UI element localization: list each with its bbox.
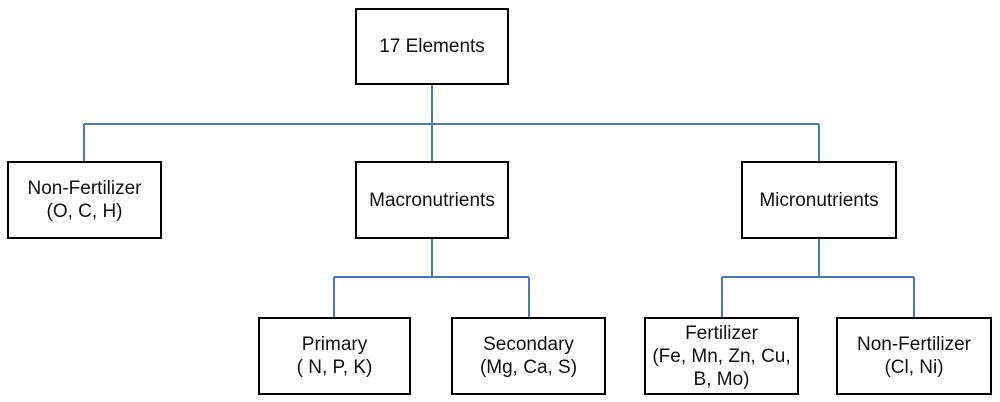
macronutrients-connectors	[333, 239, 530, 317]
node-label-line: Fertilizer	[685, 322, 758, 344]
node-label-line: Non-Fertilizer	[27, 178, 142, 199]
node-label-line: (Mg, Ca, S)	[479, 357, 578, 378]
node-label-line: Macronutrients	[369, 189, 495, 211]
node-non-fertilizer-clni: Non-Fertilizer (Cl, Ni)	[836, 317, 992, 395]
node-micronutrients: Micronutrients	[741, 161, 897, 239]
node-17-elements: 17 Elements	[355, 8, 509, 85]
node-secondary: Secondary (Mg, Ca, S)	[451, 317, 606, 395]
node-label-line: (O, C, H)	[46, 201, 123, 222]
node-macronutrients: Macronutrients	[355, 161, 509, 239]
node-label-line: Non-Fertilizer	[856, 334, 972, 355]
node-non-fertilizer-och: Non-Fertilizer (O, C, H)	[7, 161, 162, 239]
node-fertilizer: Fertilizer (Fe, Mn, Zn, Cu, B, Mo)	[644, 317, 799, 395]
micronutrients-connectors	[721, 239, 915, 317]
node-primary: Primary ( N, P, K)	[258, 317, 411, 395]
node-label-line: 17 Elements	[379, 36, 485, 57]
node-label-line: B, Mo)	[693, 368, 750, 390]
node-label-line: Micronutrients	[759, 189, 879, 211]
node-label-line: Primary	[301, 334, 368, 355]
node-label-line: (Cl, Ni)	[884, 357, 944, 378]
root-to-level1-connectors	[83, 85, 820, 161]
node-label-line: Secondary	[483, 334, 574, 355]
node-label-line: (Fe, Mn, Zn, Cu,	[652, 345, 791, 367]
node-label-line: ( N, P, K)	[296, 357, 373, 378]
